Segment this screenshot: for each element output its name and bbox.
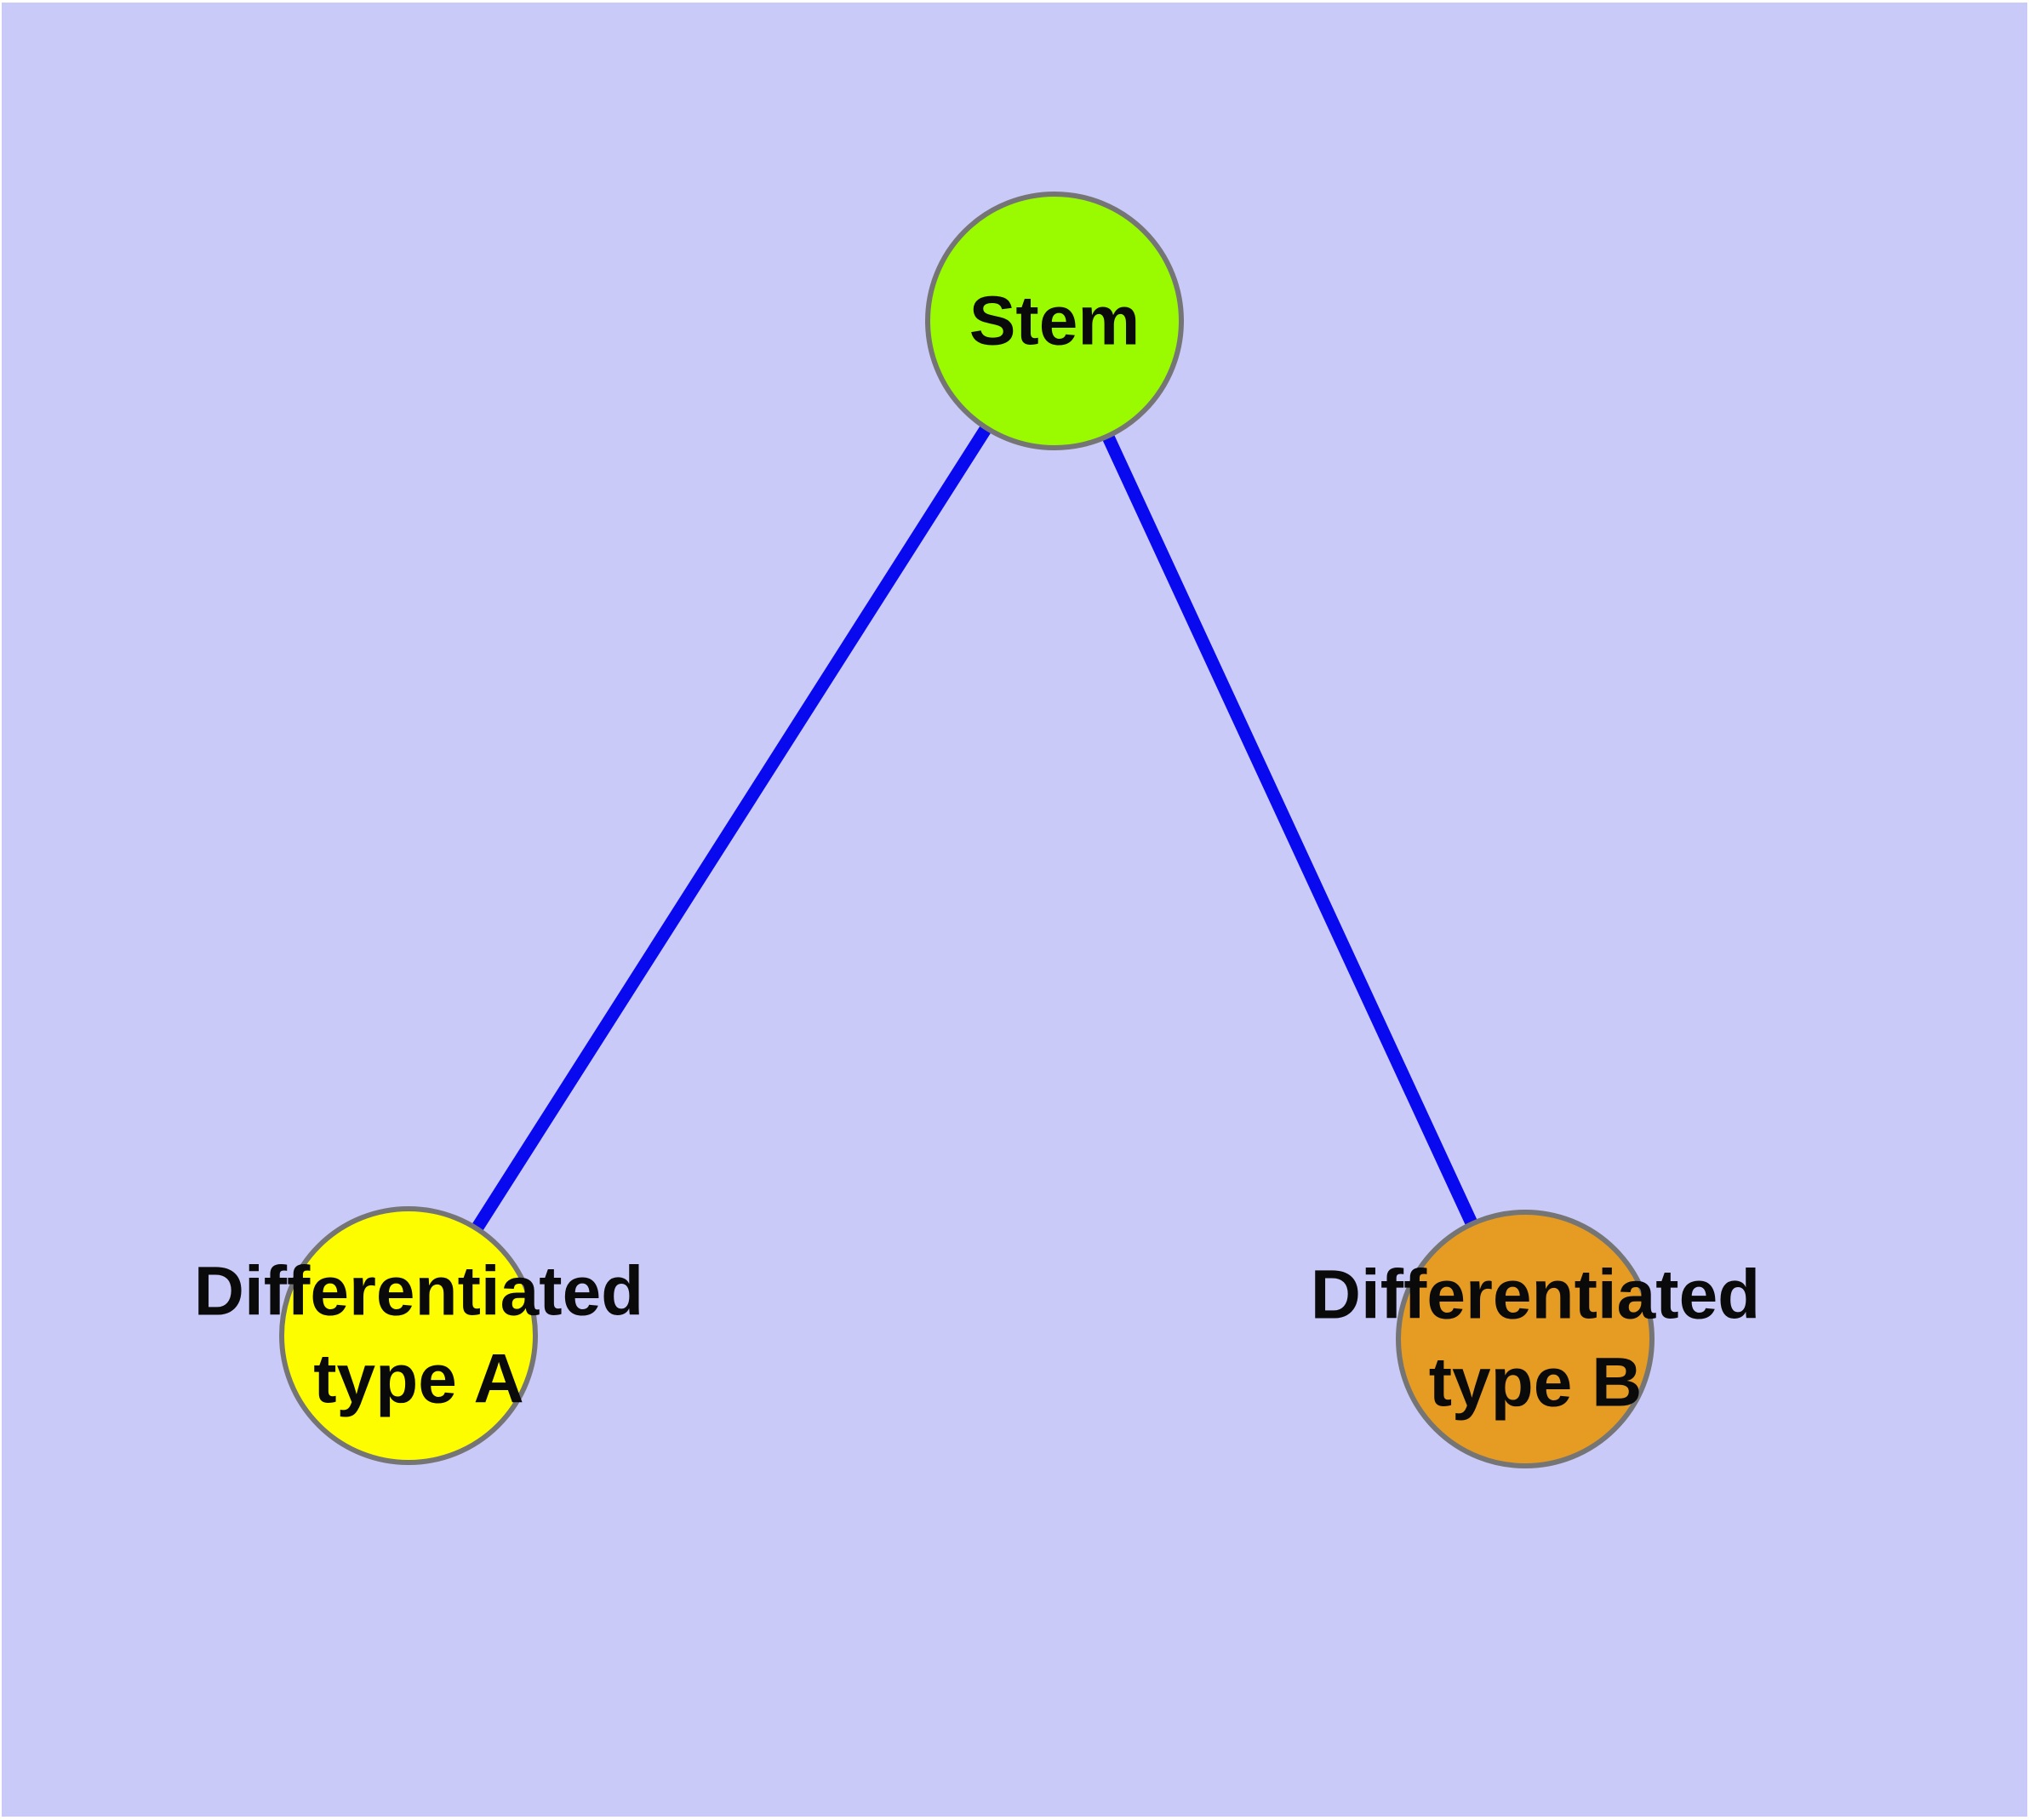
edge-stem-to-type-b	[1049, 318, 1531, 1342]
graph-svg	[2, 3, 2027, 1817]
edge-stem-to-type-a	[403, 317, 1060, 1340]
node-differentiated-type-a	[279, 1206, 538, 1465]
node-stem	[925, 192, 1184, 450]
diagram-canvas: Stem Differentiated type A Differentiate…	[2, 3, 2027, 1817]
node-differentiated-type-b	[1396, 1210, 1655, 1468]
